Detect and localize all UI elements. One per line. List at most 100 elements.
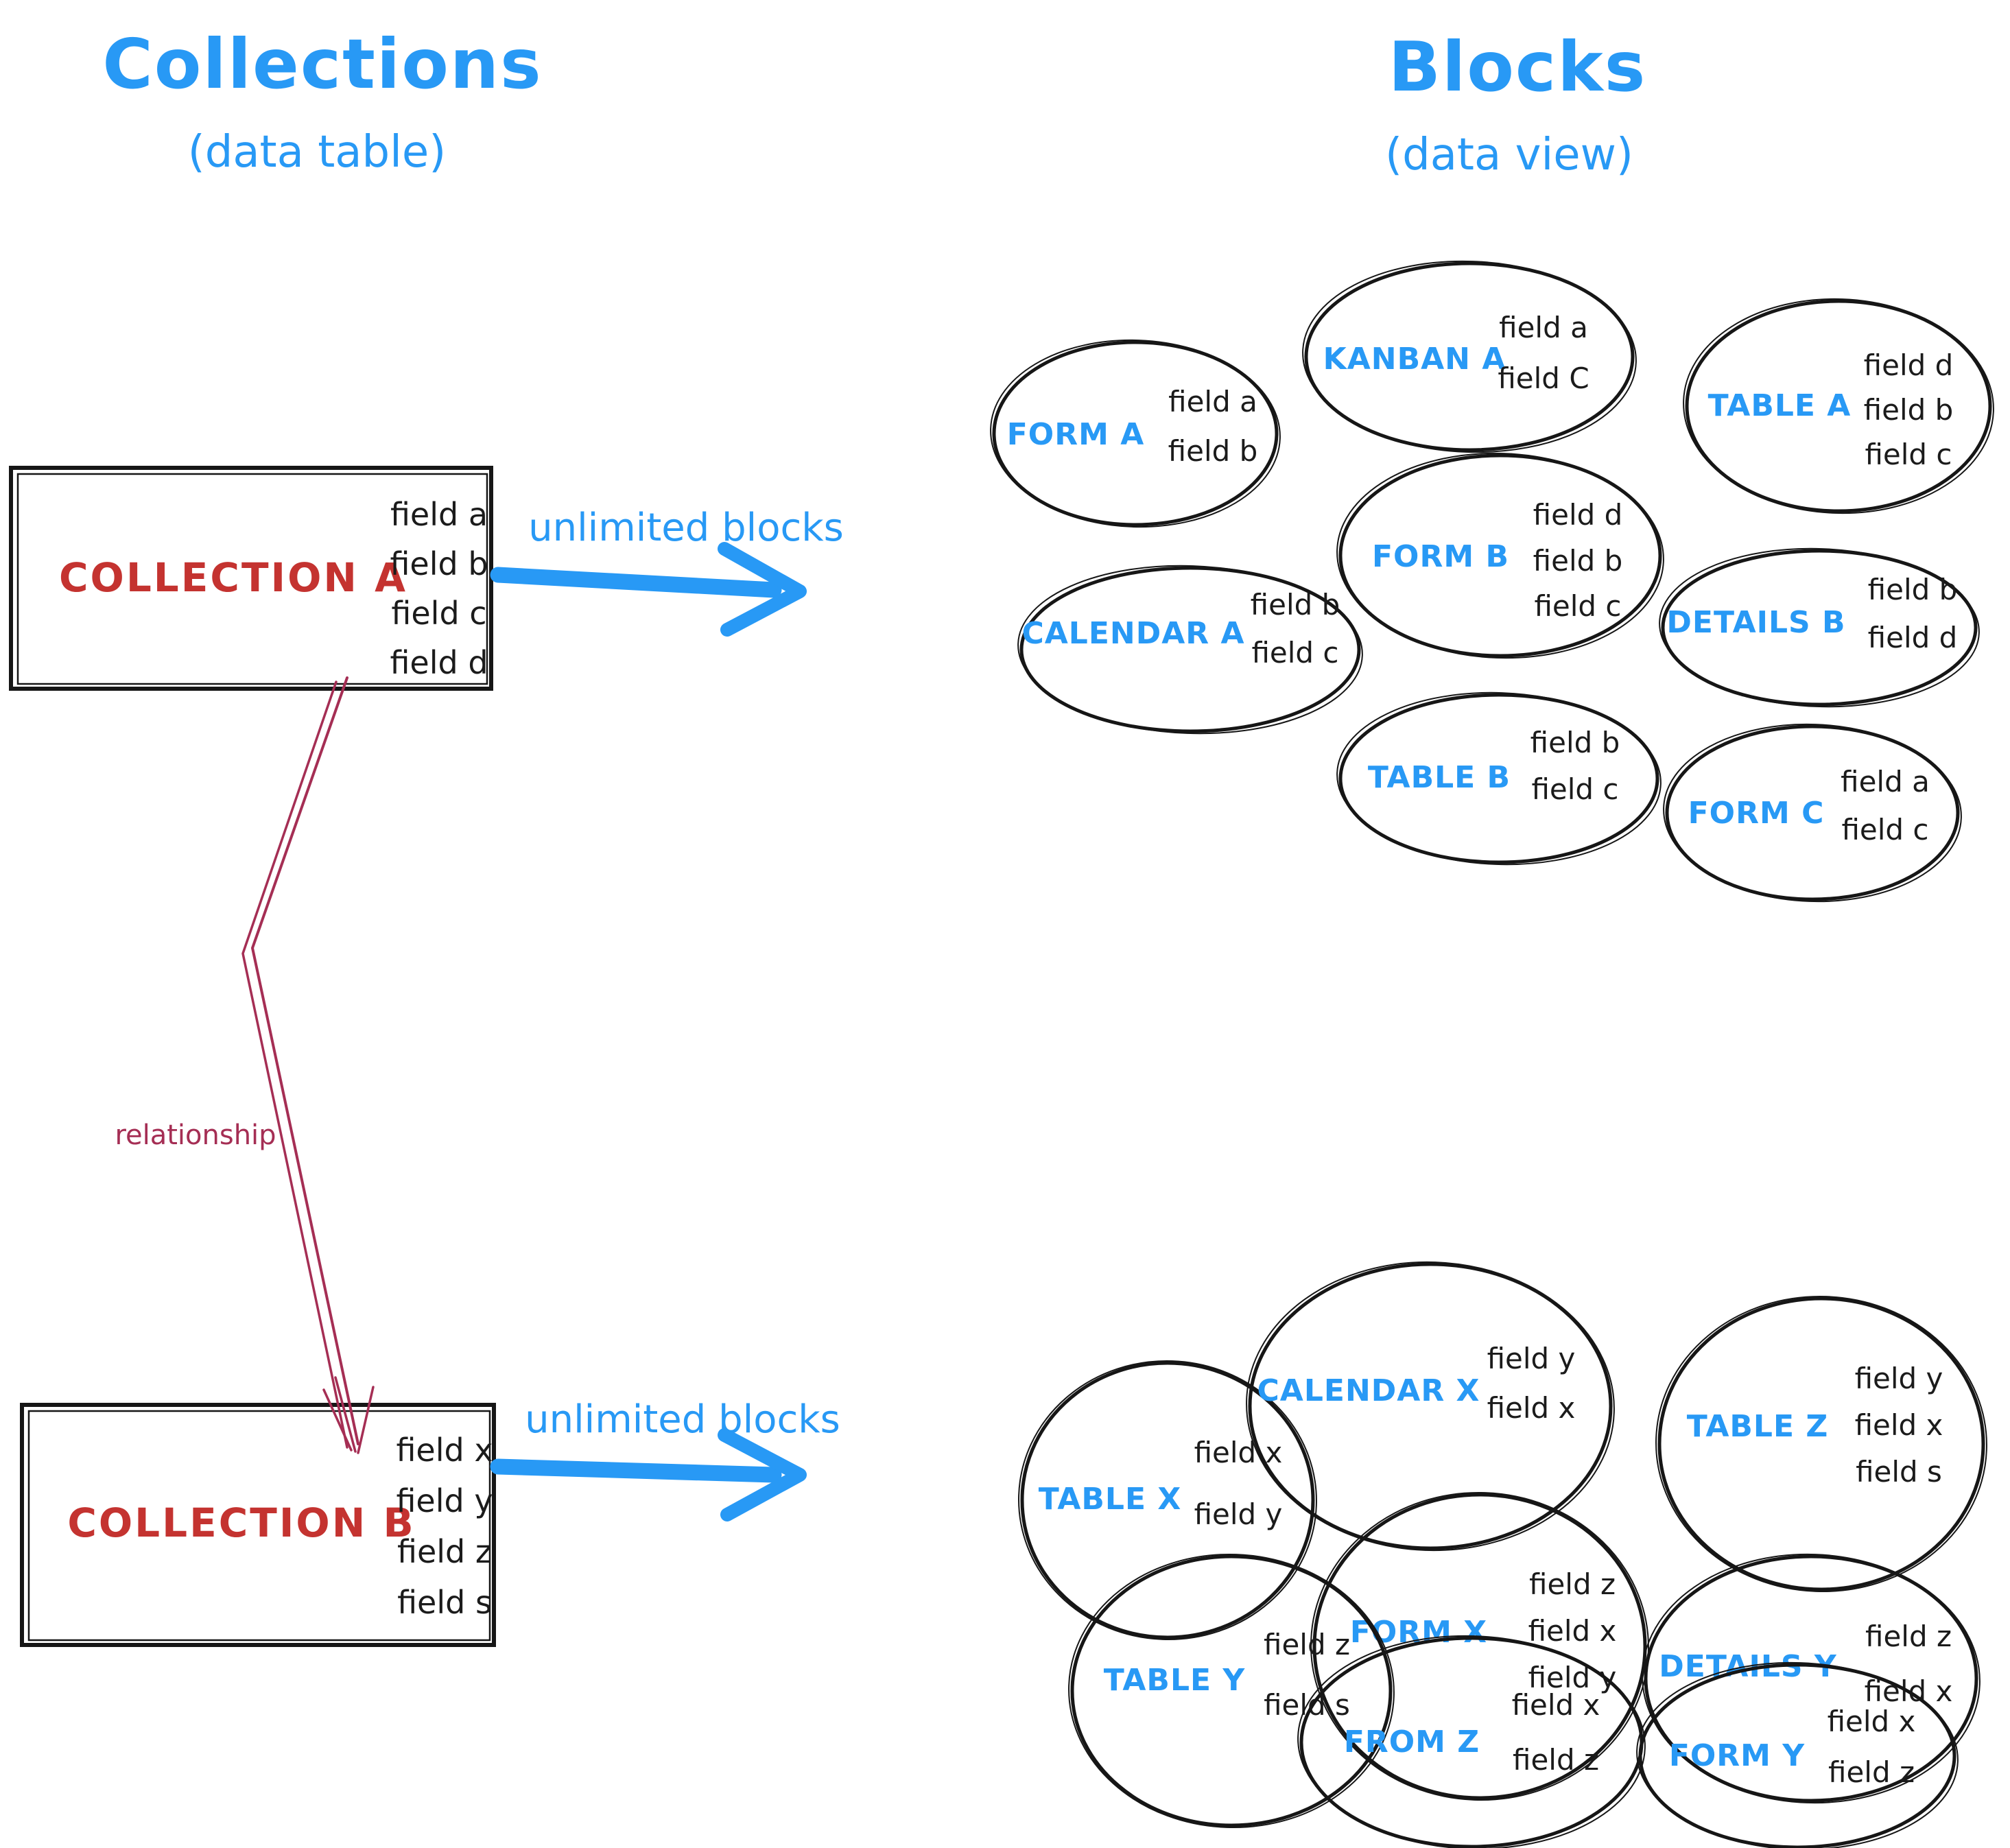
block-label: FORM B	[1372, 539, 1509, 574]
block-field: field c	[1531, 772, 1618, 806]
collection-field: field d	[390, 644, 488, 681]
block-details-b: DETAILS B field b field d	[1659, 547, 1980, 708]
block-field: field z	[1865, 1620, 1952, 1653]
relationship-arrowhead-stroke	[334, 1376, 357, 1453]
block-ellipse-overstroke	[1636, 1661, 1959, 1848]
block-ellipse	[1661, 549, 1978, 707]
block-ellipse-overstroke	[1336, 452, 1664, 659]
block-label: CALENDAR X	[1257, 1373, 1480, 1408]
block-ellipse	[1070, 1554, 1393, 1827]
collection-field: field z	[397, 1533, 492, 1570]
unlimited-blocks-arrow-a: unlimited blocks	[490, 506, 844, 637]
block-ellipse	[1685, 299, 1992, 513]
block-field: field z	[1264, 1628, 1350, 1661]
unlimited-blocks-label-a: unlimited blocks	[528, 506, 844, 550]
block-ellipse	[1657, 1296, 1985, 1591]
block-field: field c	[1865, 438, 1952, 471]
block-field: field c	[1534, 589, 1621, 623]
block-ellipse	[1019, 566, 1361, 733]
collection-field: field s	[397, 1584, 492, 1621]
block-ellipse	[1338, 453, 1662, 658]
block-ellipse-overstroke	[1659, 547, 1980, 708]
block-field: field a	[1841, 765, 1930, 798]
block-field: field y	[1528, 1661, 1617, 1694]
block-label: FROM Z	[1344, 1725, 1480, 1760]
block-ellipse	[992, 340, 1279, 527]
block-field: field y	[1194, 1497, 1283, 1531]
collection-field: field b	[390, 545, 488, 582]
collection-a-name: COLLECTION A	[59, 554, 407, 601]
blocks-subtitle: (data view)	[1385, 130, 1633, 180]
relationship-arrowhead-stroke	[322, 1388, 353, 1452]
block-field: field z	[1828, 1755, 1915, 1789]
block-field: field b	[1251, 588, 1340, 621]
arrow-b-shaft	[490, 1458, 782, 1483]
block-label: TABLE Z	[1687, 1409, 1829, 1444]
block-field: field z	[1529, 1567, 1616, 1601]
block-ellipse-overstroke	[1018, 1360, 1317, 1641]
block-field: field d	[1868, 621, 1958, 654]
arrow-a-head	[718, 542, 807, 637]
block-ellipse	[1248, 1262, 1613, 1550]
relationship-arrow: relationship	[115, 676, 375, 1454]
block-field: field y	[1855, 1362, 1943, 1395]
block-label: FORM Y	[1669, 1738, 1805, 1773]
blocks-title: Blocks	[1388, 27, 1647, 107]
block-field: field x	[1528, 1614, 1617, 1648]
relationship-arrowhead-stroke	[357, 1386, 375, 1454]
block-ellipse-overstroke	[1246, 1261, 1615, 1552]
block-label: DETAILS B	[1666, 605, 1845, 640]
block-ellipse	[1638, 1663, 1956, 1848]
block-field: field b	[1530, 726, 1620, 759]
block-ellipse-overstroke	[1017, 565, 1363, 735]
block-field: field a	[1499, 311, 1588, 344]
block-label: TABLE A	[1708, 388, 1852, 423]
relationship-line-1	[250, 676, 359, 1445]
relationship-line-2	[241, 680, 348, 1449]
block-field: field b	[1168, 434, 1258, 468]
block-ellipse-overstroke	[1655, 1295, 1987, 1593]
block-ellipse-overstroke	[1336, 691, 1662, 866]
collection-b-rect	[20, 1403, 496, 1647]
block-field: field s	[1856, 1455, 1942, 1489]
unlimited-blocks-arrow-b: unlimited blocks	[490, 1397, 840, 1521]
block-field: field C	[1498, 362, 1589, 395]
block-label: KANBAN A	[1323, 342, 1506, 377]
block-field: field c	[1841, 813, 1928, 846]
block-field: field b	[1864, 393, 1954, 427]
relationship-label: relationship	[115, 1120, 276, 1151]
block-field: field y	[1487, 1342, 1576, 1375]
block-field: field b	[1868, 573, 1958, 606]
arrow-b-head	[718, 1428, 807, 1521]
block-ellipse-overstroke	[1683, 298, 1994, 514]
block-field: field c	[1251, 636, 1338, 670]
block-field: field x	[1828, 1705, 1916, 1738]
arrow-a-shaft	[490, 567, 782, 598]
unlimited-blocks-label-b: unlimited blocks	[525, 1397, 840, 1442]
block-ellipse	[1304, 261, 1635, 452]
block-field: field x	[1487, 1391, 1576, 1425]
block-field: field d	[1533, 498, 1623, 532]
block-ellipse	[1312, 1493, 1647, 1800]
collection-field: field y	[396, 1482, 493, 1519]
block-ellipse	[1665, 724, 1960, 901]
block-ellipse-overstroke	[990, 339, 1281, 528]
collection-a-rect-overstroke	[16, 473, 488, 685]
block-ellipse	[1338, 693, 1659, 864]
block-field: field x	[1512, 1688, 1600, 1722]
block-ellipse-overstroke	[1297, 1635, 1646, 1848]
